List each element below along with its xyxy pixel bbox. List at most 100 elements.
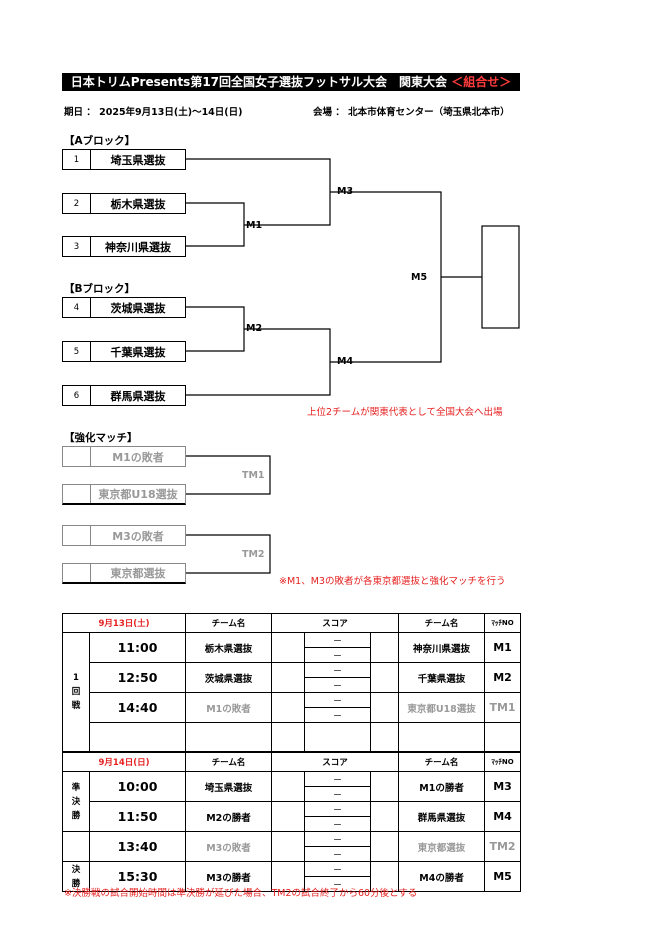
score-home xyxy=(271,692,306,723)
day1-date: 9月13日(土) xyxy=(61,613,187,633)
home-team: 埼玉県選抜 xyxy=(185,771,273,802)
team-number: 5 xyxy=(63,342,91,361)
special-note: ※M1、M3の敗者が各東京都選抜と強化マッチを行う xyxy=(279,576,506,587)
match-no: TM1 xyxy=(484,692,522,723)
header-team-home: チーム名 xyxy=(185,613,273,633)
team-number: 3 xyxy=(63,237,91,256)
team-number: 6 xyxy=(63,386,91,405)
score-home xyxy=(271,662,306,693)
match-label-m3: M3 xyxy=(337,186,354,197)
score-away xyxy=(370,771,400,802)
score-home xyxy=(271,861,306,892)
team-name: 茨城県選抜 xyxy=(110,301,166,315)
team-slot-4: 4 茨城県選抜 xyxy=(62,297,186,318)
away-team: 東京都U18選抜 xyxy=(398,692,486,723)
away-team: 神奈川県選抜 xyxy=(398,632,486,663)
table-row: 準決勝 10:00 埼玉県選抜 －－ M1の勝者 M3 xyxy=(62,771,522,832)
score-away xyxy=(370,692,400,723)
bracket-line-m4 xyxy=(186,328,331,396)
title-bar: 日本トリムPresents第17回全国女子選抜フットサル大会 関東大会 ＜組合せ… xyxy=(62,73,520,91)
team-name: M3の敗者 xyxy=(112,529,164,543)
day2-header-row: 9月14日(日) チーム名 スコア チーム名 ﾏｯﾁNO xyxy=(61,751,522,772)
team-name: 東京都U18選抜 xyxy=(98,488,178,501)
match-time: 14:40 xyxy=(88,692,187,723)
match-label-m5: M5 xyxy=(411,272,428,283)
header-team-away: チーム名 xyxy=(398,613,486,633)
header-team-away: チーム名 xyxy=(398,751,486,772)
header-team-home: チーム名 xyxy=(185,751,273,772)
table-row: 13:40 M3の敗者 －－ 東京都選抜 TM2 xyxy=(62,831,522,862)
match-time: 11:50 xyxy=(88,801,187,832)
score-away xyxy=(370,632,400,663)
day1-header-row: 9月13日(土) チーム名 スコア チーム名 ﾏｯﾁNO xyxy=(61,613,522,633)
away-team: 群馬県選抜 xyxy=(398,801,486,832)
table-row: 決勝 15:30 M3の勝者 －－ M4の勝者 M5 xyxy=(62,861,522,892)
score-away xyxy=(370,801,400,832)
team-slot-6: 6 群馬県選抜 xyxy=(62,385,186,406)
match-time: 12:50 xyxy=(88,662,187,693)
match-label-tm2: TM2 xyxy=(242,549,265,560)
score-home xyxy=(271,771,306,802)
match-no: M4 xyxy=(484,801,522,832)
event-venue: 会場 ： 北本市体育センター（埼玉県北本市） xyxy=(313,107,510,118)
team-name: 千葉県選抜 xyxy=(110,345,166,359)
score-dash: －－ xyxy=(304,831,372,862)
score-dash: －－ xyxy=(304,692,372,723)
block-b-label: 【Bブロック】 xyxy=(64,283,136,295)
match-no: M1 xyxy=(484,632,522,663)
home-team: 茨城県選抜 xyxy=(185,662,273,693)
champion-box xyxy=(481,225,520,329)
team-slot-5: 5 千葉県選抜 xyxy=(62,341,186,362)
table-row: 14:40 M1の敗者 －－ 東京都U18選抜 TM1 xyxy=(63,692,522,723)
bracket-line-tm1 xyxy=(186,455,271,495)
day2-date: 9月14日(日) xyxy=(61,751,187,772)
match-no: TM2 xyxy=(484,831,522,862)
team-name: 群馬県選抜 xyxy=(110,389,166,403)
away-team: 千葉県選抜 xyxy=(398,662,486,693)
team-name: 栃木県選抜 xyxy=(110,197,166,211)
home-team: M2の勝者 xyxy=(185,801,273,832)
round-label-semi: 準決勝 xyxy=(62,771,90,832)
match-no: M2 xyxy=(484,662,522,693)
bracket-line-m1 xyxy=(186,202,245,247)
header-score: スコア xyxy=(271,751,400,772)
home-team: M1の敗者 xyxy=(185,692,273,723)
team-name: 埼玉県選抜 xyxy=(110,153,166,167)
score-away xyxy=(370,831,400,862)
match-label-m2: M2 xyxy=(246,323,263,334)
match-time: 13:40 xyxy=(88,831,187,862)
title-sub: ＜組合せ＞ xyxy=(451,75,512,89)
bracket-line-m3 xyxy=(186,158,331,226)
match-time: 15:30 xyxy=(88,861,187,892)
team-number: 1 xyxy=(63,150,91,169)
bracket-line-tm2 xyxy=(186,534,271,574)
score-dash: －－ xyxy=(304,861,372,892)
table-row: 11:50 M2の勝者 －－ 群馬県選抜 M4 xyxy=(63,801,522,832)
block-a-label: 【Aブロック】 xyxy=(64,135,136,147)
header-match-no: ﾏｯﾁNO xyxy=(484,613,522,633)
table-row-empty xyxy=(63,722,522,753)
qualify-note: 上位2チームが関東代表として全国大会へ出場 xyxy=(307,407,503,418)
header-score: スコア xyxy=(271,613,400,633)
score-dash: －－ xyxy=(304,632,372,663)
team-name: 東京都選抜 xyxy=(110,567,166,580)
final-note: ※決勝戦の試合開始時間は準決勝が延びた場合、TM2の試合終了から60分後とする xyxy=(64,888,418,899)
match-time: 10:00 xyxy=(88,771,187,802)
special-slot-4: 東京都選抜 xyxy=(62,563,186,584)
match-label-m1: M1 xyxy=(246,220,263,231)
special-slot-1: M1の敗者 xyxy=(62,446,186,467)
home-team: M3の敗者 xyxy=(185,831,273,862)
score-away xyxy=(370,662,400,693)
match-no: M3 xyxy=(484,771,522,802)
score-dash: －－ xyxy=(304,662,372,693)
score-away xyxy=(370,861,400,892)
team-slot-1: 1 埼玉県選抜 xyxy=(62,149,186,170)
round-label-empty xyxy=(62,831,90,862)
header-match-no: ﾏｯﾁNO xyxy=(484,751,522,772)
table-row: 12:50 茨城県選抜 －－ 千葉県選抜 M2 xyxy=(63,662,522,693)
away-team: 東京都選抜 xyxy=(398,831,486,862)
